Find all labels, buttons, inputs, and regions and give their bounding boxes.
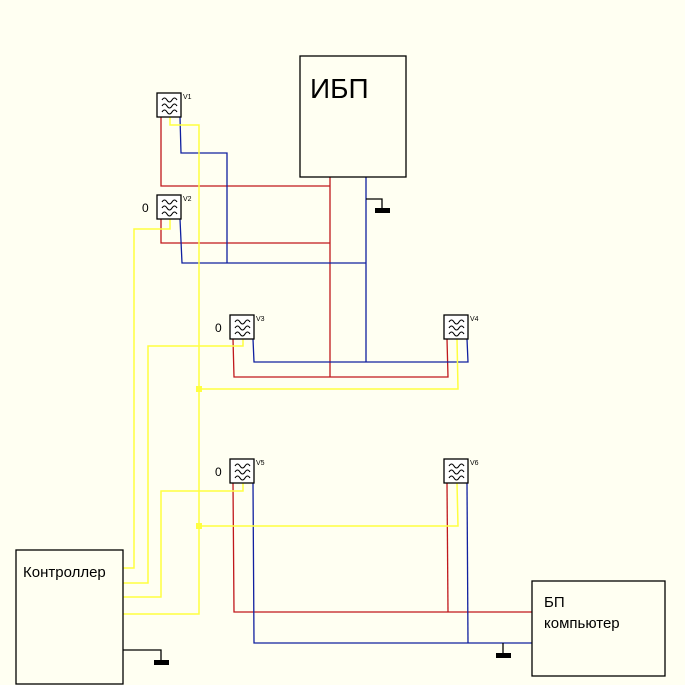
- ac-wave-icon: [161, 199, 178, 217]
- wire-yellow-v4: [199, 338, 459, 390]
- valve-v3: V3 0: [215, 314, 265, 340]
- wire-red-v3-v4: [232, 338, 449, 378]
- wire-red-v6: [446, 482, 449, 613]
- controller-block: Контроллер: [15, 549, 124, 685]
- valve-id-label: V6: [470, 460, 479, 467]
- valve-v4: V4: [443, 314, 479, 340]
- wire-yellow-v2: [122, 219, 171, 569]
- wire-blue-v3-v4: [252, 338, 469, 363]
- junction-dot: [196, 523, 202, 529]
- ac-wave-icon: [234, 463, 251, 481]
- ground-icon: [366, 198, 390, 213]
- wire-blue-v6: [466, 482, 469, 644]
- valve-zero-label: 0: [142, 201, 149, 215]
- ups-block: ИБП: [299, 55, 407, 178]
- wire-blue-v2: [179, 218, 366, 264]
- wire-yellow-v1: [122, 117, 200, 615]
- ac-wave-icon: [234, 319, 251, 337]
- psu-block: БП компьютер: [531, 580, 666, 677]
- wire-yellow-v6: [199, 482, 459, 527]
- ups-label: ИБП: [310, 73, 369, 104]
- valve-id-label: V2: [183, 196, 192, 203]
- red-wires: [160, 117, 532, 613]
- ac-wave-icon: [448, 463, 465, 481]
- valve-zero-label: 0: [215, 321, 222, 335]
- valve-v6: V6: [443, 458, 479, 484]
- ground-icon: [123, 649, 169, 665]
- wire-blue-v1: [179, 116, 228, 263]
- valve-id-label: V3: [256, 316, 265, 323]
- valve-id-label: V5: [256, 460, 265, 467]
- controller-label: Контроллер: [23, 564, 106, 581]
- wire-yellow-v5: [122, 483, 244, 598]
- valve-v5: V5 0: [215, 458, 265, 484]
- blue-wires: [179, 116, 532, 644]
- junction-dot: [196, 386, 202, 392]
- valve-zero-label: 0: [215, 465, 222, 479]
- valve-v2: V2 0: [142, 194, 192, 220]
- wire-yellow-v3: [122, 339, 244, 584]
- ac-wave-icon: [161, 97, 178, 115]
- psu-label-line2: компьютер: [544, 615, 620, 632]
- valve-id-label: V1: [183, 94, 192, 101]
- wire-red-v2: [160, 219, 330, 244]
- valve-id-label: V4: [470, 316, 479, 323]
- yellow-wires: [122, 117, 459, 615]
- wire-red-v5: [232, 482, 532, 613]
- valve-v1: V1: [156, 92, 192, 118]
- ac-wave-icon: [448, 319, 465, 337]
- wire-blue-v5: [252, 482, 532, 644]
- psu-label-line1: БП: [544, 594, 565, 611]
- ground-icon: [496, 643, 511, 658]
- wire-red-v1: [160, 117, 330, 187]
